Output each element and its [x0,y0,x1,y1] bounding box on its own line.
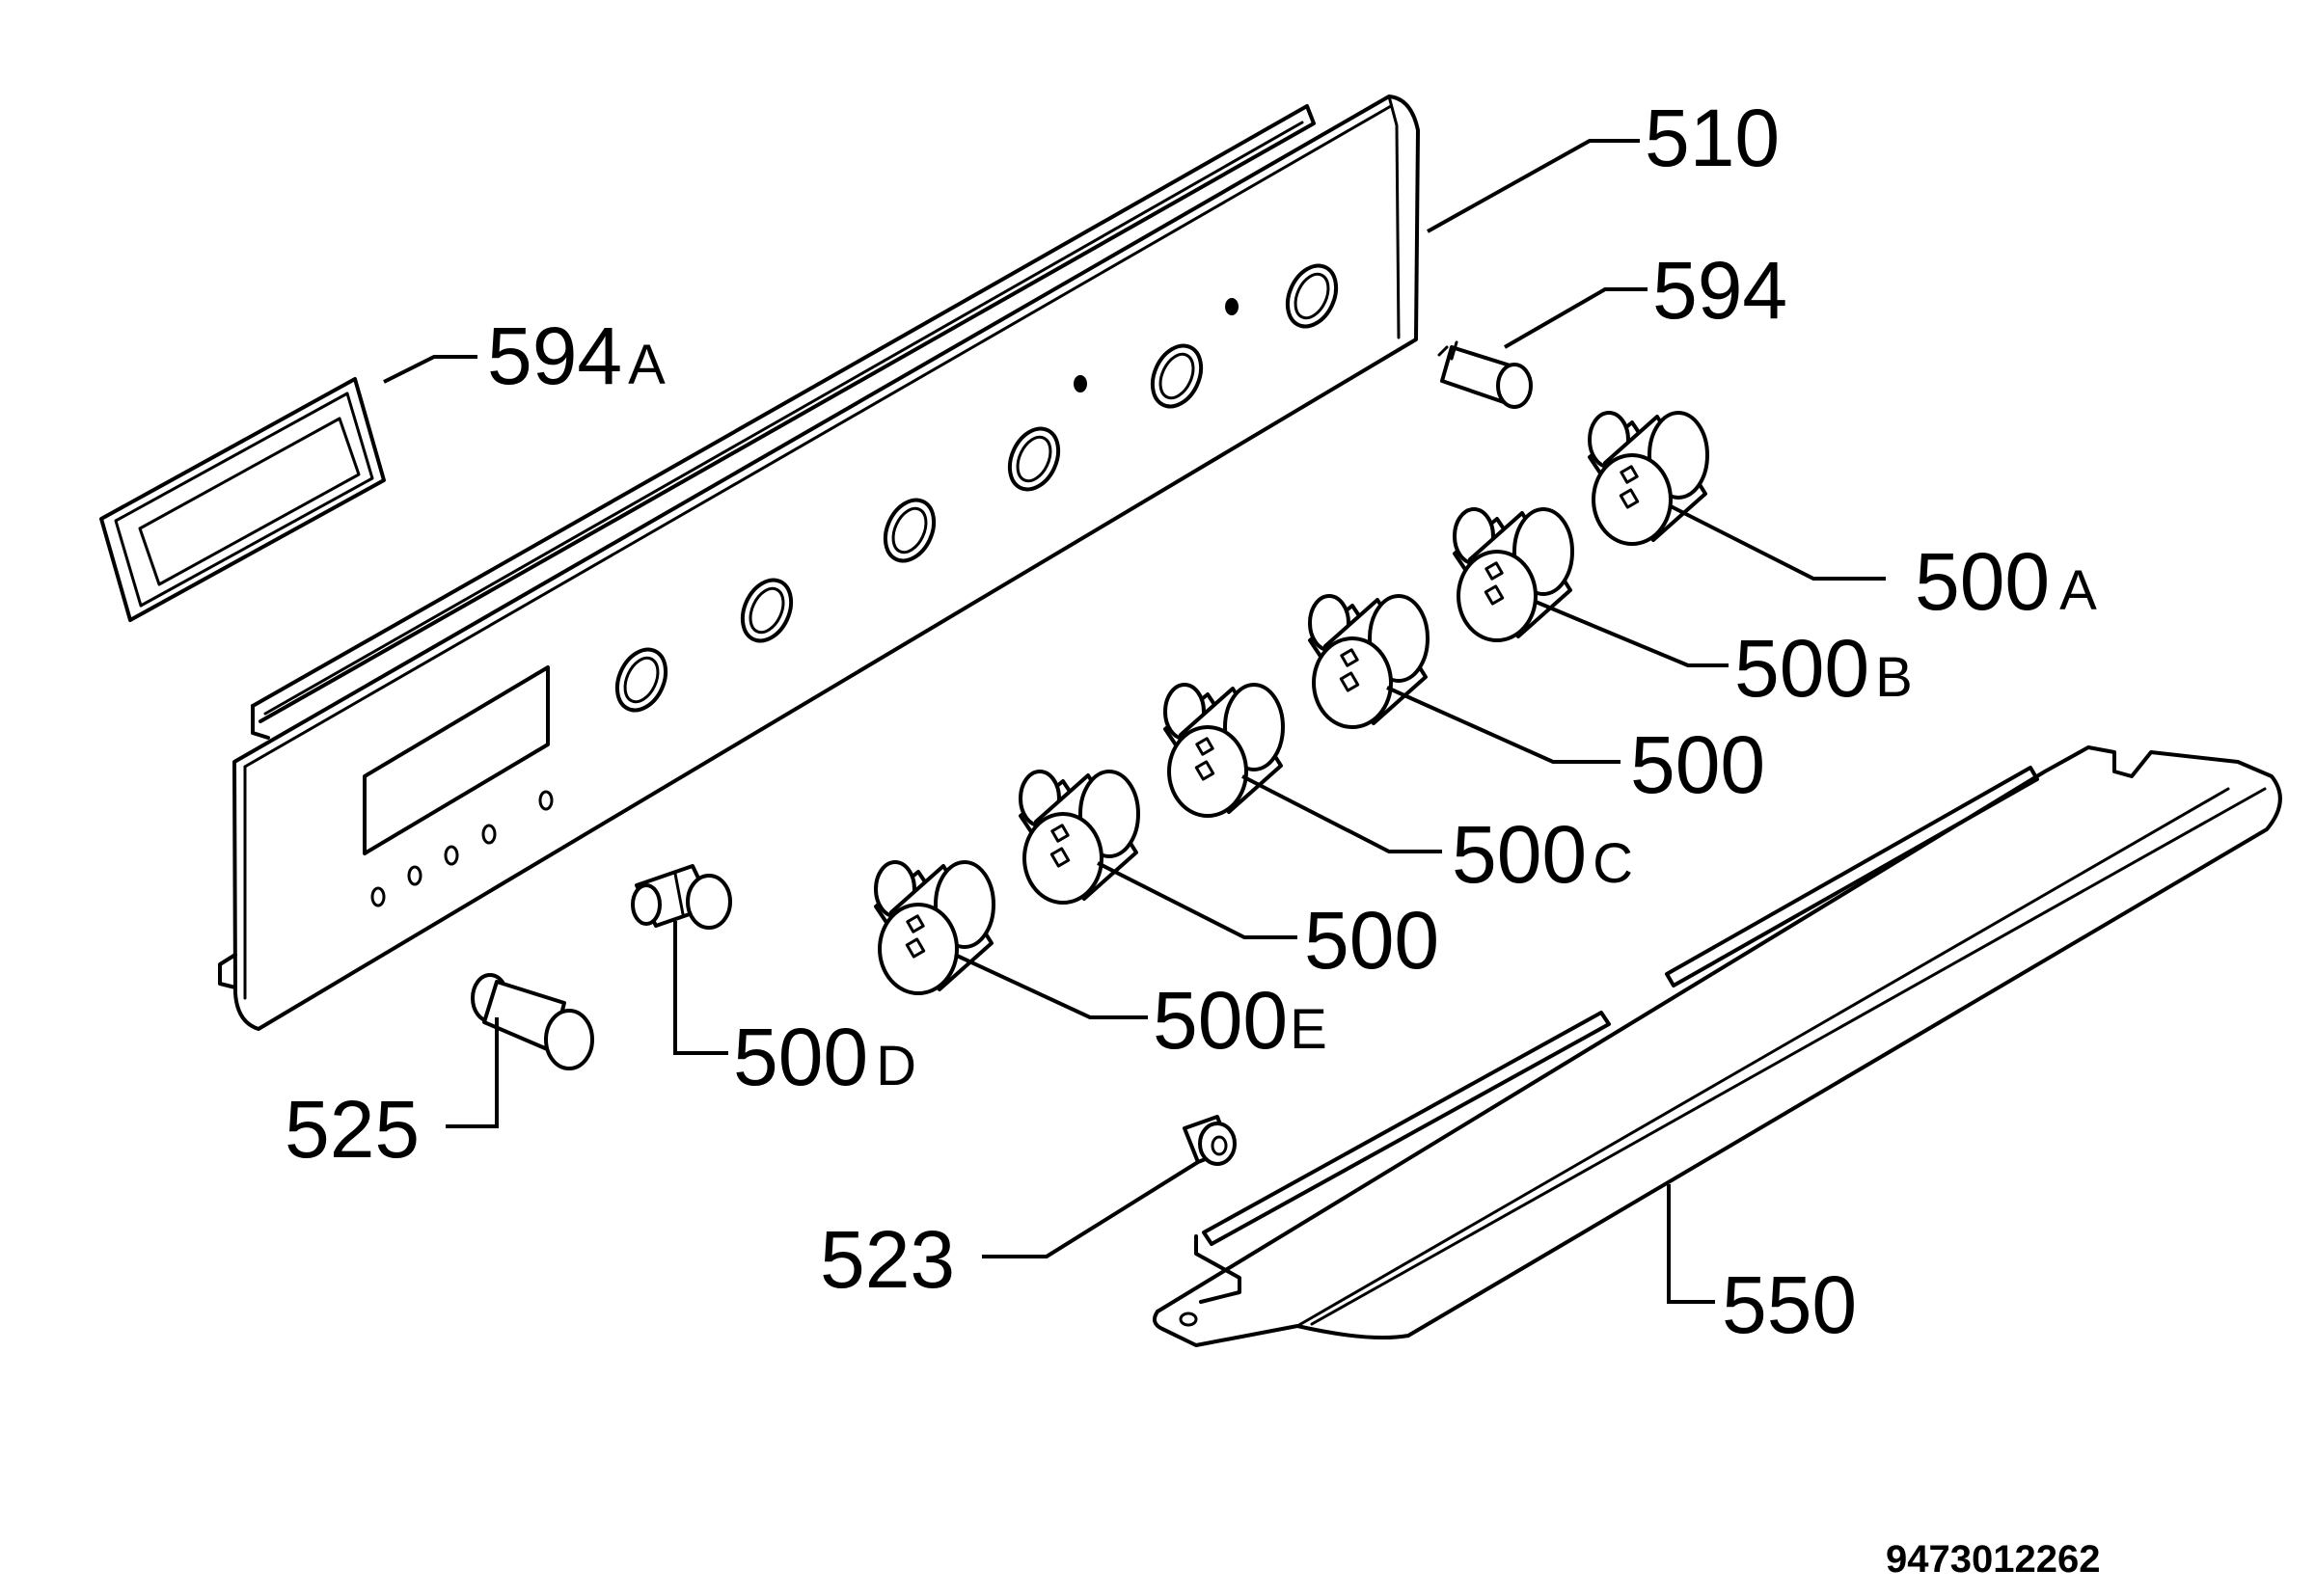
part-550-trim-strip [1152,745,2282,1347]
label-500-lower: 500 [1304,895,1439,986]
part-500a-knob [1588,411,1709,546]
leader-500d [673,921,728,1055]
leader-594 [1504,287,1648,349]
reference-number: 9473012262 [1886,1538,2100,1581]
label-594: 594 [1652,245,1787,336]
part-523-screw [1183,1115,1237,1166]
label-525: 525 [285,1084,420,1175]
label-500-upper: 500 [1630,719,1765,810]
leader-500-lower [1097,861,1297,939]
leader-510 [1427,139,1640,233]
part-500-knob-lower [1019,770,1140,905]
leader-500a [1670,504,1886,581]
label-523: 523 [820,1214,955,1305]
leader-500-upper [1386,686,1620,764]
part-500c-knob [1163,683,1285,818]
leader-500e [954,953,1148,1019]
label-510: 510 [1645,93,1780,183]
leader-500b [1535,600,1729,667]
part-594a-display-frame [99,377,386,622]
part-500d-button [631,864,732,930]
part-510-control-panel [218,95,1420,1031]
leader-lines [383,139,1886,1304]
leader-594a [383,355,477,384]
leader-500c [1241,774,1442,853]
part-525-button [471,973,594,1070]
leader-550 [1667,1184,1715,1304]
part-594-indicator-lamp [1437,340,1533,409]
part-500-knob-upper [1308,594,1430,729]
label-500e: 500E [1153,975,1327,1066]
part-500e-knob [874,860,995,995]
part-500b-knob [1453,507,1574,642]
label-550: 550 [1722,1259,1857,1350]
leader-525 [446,1017,499,1128]
leader-523 [982,1160,1200,1258]
